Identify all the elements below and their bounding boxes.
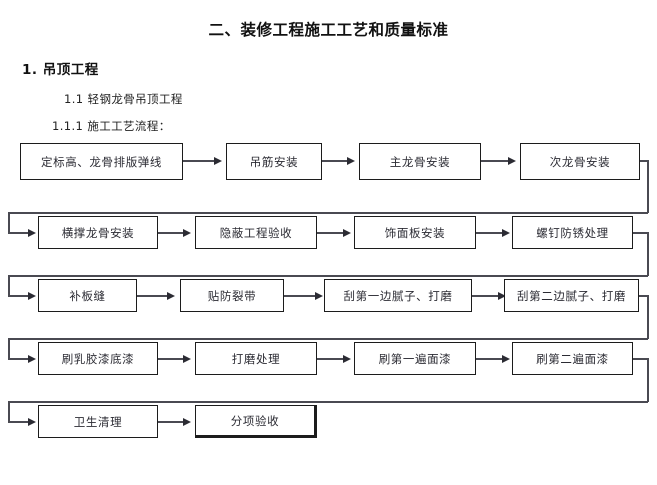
connector-line xyxy=(472,295,503,297)
flow-step-box[interactable]: 刮第二边腻子、打磨 xyxy=(504,279,639,312)
connector-line xyxy=(158,358,188,360)
flow-step-box[interactable]: 刷第二遍面漆 xyxy=(512,342,633,375)
connector-line xyxy=(158,421,188,423)
flow-step-box[interactable]: 隐蔽工程验收 xyxy=(195,216,317,249)
connector-line xyxy=(476,358,507,360)
arrow-head-icon xyxy=(183,418,191,426)
flow-step-box[interactable]: 卫生清理 xyxy=(38,405,158,438)
flow-step-box[interactable]: 补板缝 xyxy=(38,279,137,312)
flow-step-box[interactable]: 饰面板安装 xyxy=(354,216,476,249)
arrow-head-icon xyxy=(502,355,510,363)
flow-step-box[interactable]: 横撑龙骨安装 xyxy=(38,216,158,249)
arrow-head-icon xyxy=(347,157,355,165)
wrap-connector-line xyxy=(633,358,649,360)
connector-line xyxy=(284,295,320,297)
wrap-connector-line xyxy=(647,295,649,339)
flow-step-box[interactable]: 螺钉防锈处理 xyxy=(512,216,633,249)
arrow-head-icon xyxy=(502,229,510,237)
wrap-connector-line xyxy=(8,401,648,403)
wrap-connector-line xyxy=(647,160,649,213)
wrap-connector-line xyxy=(8,275,648,277)
arrow-head-icon xyxy=(28,292,36,300)
wrap-connector-line xyxy=(8,338,648,340)
wrap-connector-line xyxy=(8,358,32,360)
connector-line xyxy=(317,232,348,234)
wrap-connector-line xyxy=(647,358,649,402)
connector-line xyxy=(183,160,219,162)
flow-step-box[interactable]: 刮第一边腻子、打磨 xyxy=(324,279,472,312)
wrap-connector-line xyxy=(8,212,10,233)
arrow-head-icon xyxy=(28,355,36,363)
wrap-connector-line xyxy=(8,232,32,234)
flow-step-box[interactable]: 吊筋安装 xyxy=(226,143,322,180)
flow-step-box[interactable]: 次龙骨安装 xyxy=(520,143,640,180)
connector-line xyxy=(476,232,507,234)
arrow-head-icon xyxy=(315,292,323,300)
flow-step-box-terminal[interactable]: 分项验收 xyxy=(195,405,317,438)
flow-step-box[interactable]: 贴防裂带 xyxy=(180,279,284,312)
arrow-head-icon xyxy=(183,229,191,237)
connector-line xyxy=(317,358,348,360)
wrap-connector-line xyxy=(640,160,649,162)
flow-step-box[interactable]: 刷乳胶漆底漆 xyxy=(38,342,158,375)
heading-level-1: 1. 吊顶工程 xyxy=(22,62,99,78)
wrap-connector-line xyxy=(639,295,649,297)
flow-step-box[interactable]: 刷第一遍面漆 xyxy=(354,342,476,375)
connector-line xyxy=(158,232,188,234)
arrow-head-icon xyxy=(28,418,36,426)
wrap-connector-line xyxy=(8,212,648,214)
wrap-connector-line xyxy=(8,275,10,296)
arrow-head-icon xyxy=(183,355,191,363)
document-title: 二、装修工程施工工艺和质量标准 xyxy=(208,21,449,39)
wrap-connector-line xyxy=(8,338,10,359)
arrow-head-icon xyxy=(498,292,506,300)
heading-level-2: 1.1 轻钢龙骨吊顶工程 xyxy=(64,92,183,106)
arrow-head-icon xyxy=(343,229,351,237)
flow-step-box[interactable]: 定标高、龙骨排版弹线 xyxy=(20,143,183,180)
flow-step-box[interactable]: 打磨处理 xyxy=(195,342,317,375)
arrow-head-icon xyxy=(343,355,351,363)
arrow-head-icon xyxy=(28,229,36,237)
arrow-head-icon xyxy=(214,157,222,165)
wrap-connector-line xyxy=(8,421,32,423)
wrap-connector-line xyxy=(633,232,649,234)
connector-line xyxy=(481,160,513,162)
heading-level-3: 1.1.1 施工工艺流程： xyxy=(52,119,171,133)
wrap-connector-line xyxy=(8,295,32,297)
connector-line xyxy=(322,160,352,162)
arrow-head-icon xyxy=(167,292,175,300)
wrap-connector-line xyxy=(647,232,649,276)
connector-line xyxy=(137,295,172,297)
construction-process-flowchart: 定标高、龙骨排版弹线 吊筋安装 主龙骨安装 次龙骨安装 横撑龙骨安装 隐蔽工程验… xyxy=(0,135,657,455)
flow-step-box[interactable]: 主龙骨安装 xyxy=(359,143,481,180)
arrow-head-icon xyxy=(508,157,516,165)
wrap-connector-line xyxy=(8,401,10,422)
